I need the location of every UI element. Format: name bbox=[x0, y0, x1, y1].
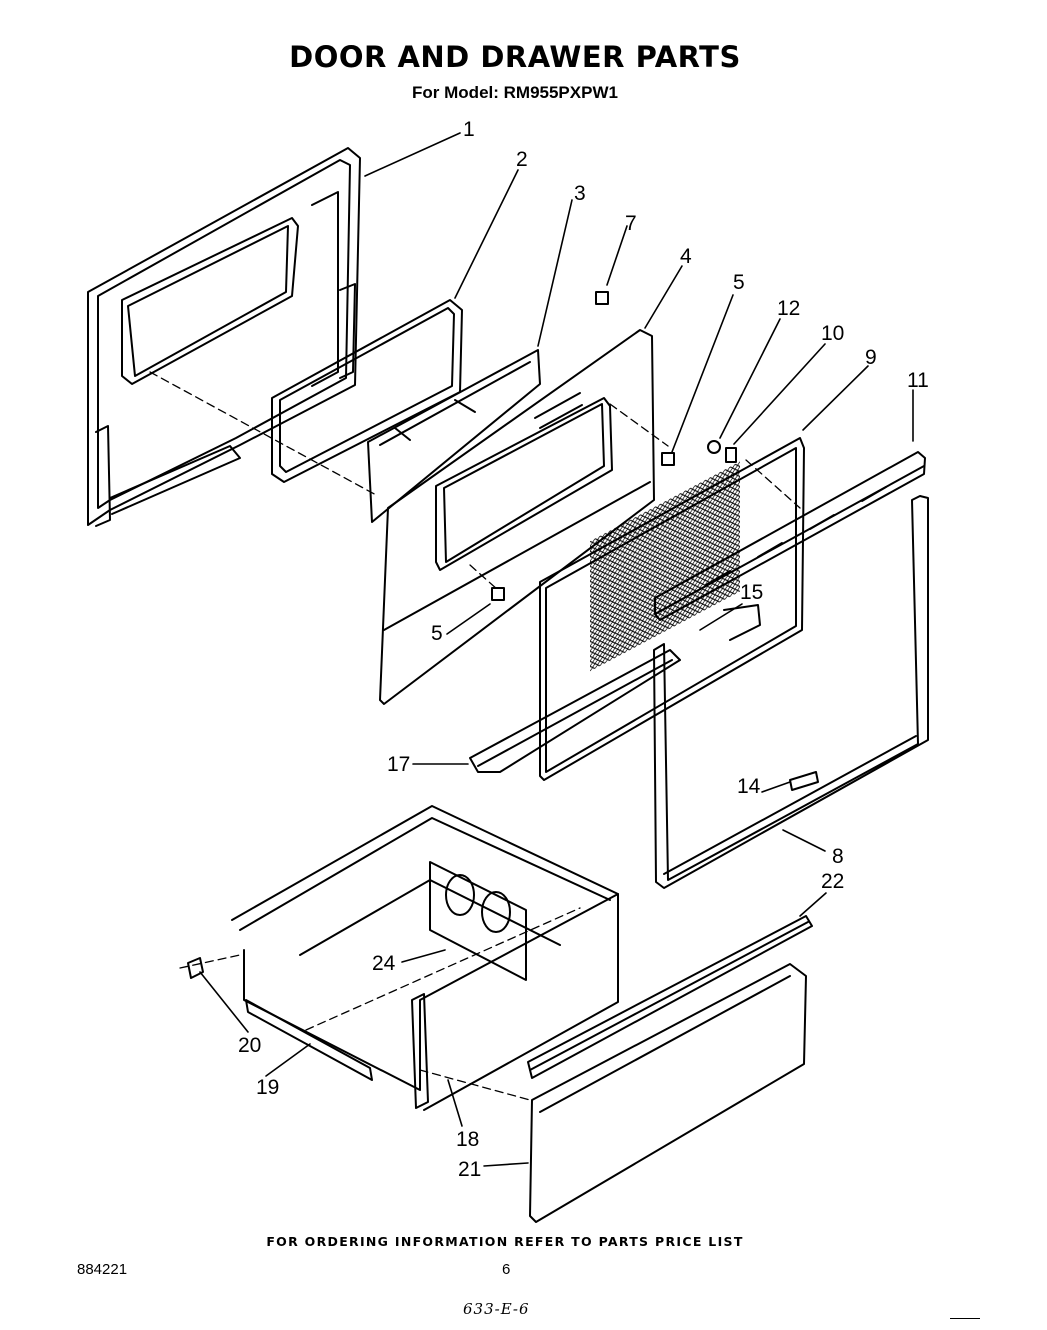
callout-2: 2 bbox=[516, 148, 528, 171]
callout-22: 22 bbox=[821, 870, 844, 893]
callout-20: 20 bbox=[238, 1034, 261, 1057]
callout-12: 12 bbox=[777, 297, 800, 320]
part-11-vent-trim bbox=[654, 451, 926, 621]
callout-19: 19 bbox=[256, 1076, 279, 1099]
part-21-drawer-front bbox=[529, 963, 807, 1223]
callout-3: 3 bbox=[574, 182, 586, 205]
callout-17: 17 bbox=[387, 753, 410, 776]
part-22-trim bbox=[527, 915, 813, 1079]
callout-15: 15 bbox=[740, 581, 763, 604]
part-9-liner bbox=[539, 437, 805, 781]
part-19-rail bbox=[245, 999, 373, 1081]
document-number: 884221 bbox=[77, 1261, 128, 1278]
part-8-frame bbox=[653, 495, 929, 889]
small-hardware bbox=[491, 291, 819, 791]
callout-14: 14 bbox=[737, 775, 761, 798]
page-title: DOOR AND DRAWER PARTS bbox=[289, 40, 741, 74]
part-3-glass bbox=[367, 349, 541, 523]
callout-5-lower: 5 bbox=[431, 622, 443, 645]
part-2-gasket bbox=[271, 299, 463, 483]
model-subtitle: For Model: RM955PXPW1 bbox=[412, 83, 618, 102]
callout-24: 24 bbox=[372, 952, 396, 975]
alignment-lines bbox=[149, 371, 801, 1101]
callout-8: 8 bbox=[832, 845, 844, 868]
part-4-inner-door bbox=[379, 329, 655, 705]
part-24-divider bbox=[429, 861, 527, 981]
part-20-bracket bbox=[187, 957, 204, 979]
callout-7: 7 bbox=[625, 212, 637, 235]
callout-21: 21 bbox=[458, 1158, 481, 1181]
callout-labels: 1 2 3 7 4 5 12 10 9 11 15 5 17 14 8 22 2… bbox=[238, 118, 929, 1181]
callout-5-upper: 5 bbox=[733, 271, 745, 294]
part-1-outer-door bbox=[87, 147, 361, 527]
callout-4: 4 bbox=[680, 245, 692, 268]
page-number: 6 bbox=[502, 1261, 511, 1278]
callout-11: 11 bbox=[907, 369, 929, 392]
callout-1: 1 bbox=[463, 118, 475, 141]
ordering-note: FOR ORDERING INFORMATION REFER TO PARTS … bbox=[266, 1234, 744, 1249]
callout-10: 10 bbox=[821, 322, 844, 345]
part-17-channel bbox=[469, 604, 761, 773]
drawer-body bbox=[231, 805, 619, 1111]
callout-9: 9 bbox=[865, 346, 877, 369]
part-18-front-rail bbox=[411, 993, 429, 1109]
leader-lines bbox=[199, 132, 914, 1167]
handwritten-code: 633-E-6 bbox=[463, 1300, 530, 1318]
callout-18: 18 bbox=[456, 1128, 479, 1151]
corner-mark bbox=[950, 1318, 980, 1320]
